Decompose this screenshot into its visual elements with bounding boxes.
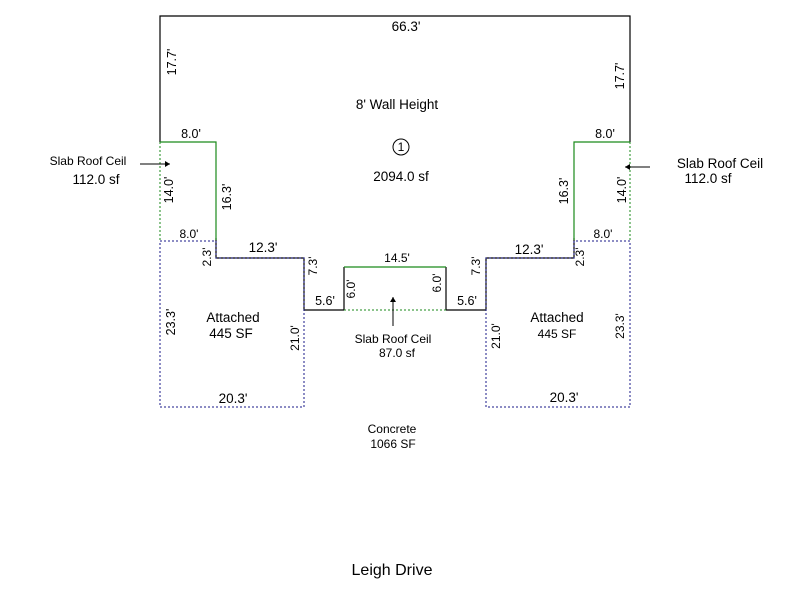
left-step-top-label: 8.0' bbox=[181, 127, 201, 141]
slab-left-bottom-label: 8.0' bbox=[180, 227, 199, 241]
center-right-label: 6.0' bbox=[430, 274, 444, 293]
room-number-circle bbox=[392, 138, 410, 156]
garage-right-label: Attached bbox=[530, 310, 583, 325]
slab-right-area: 112.0 sf bbox=[684, 171, 731, 186]
slab-left-outline bbox=[160, 141, 217, 240]
concrete-label: Concrete bbox=[368, 422, 417, 436]
room-number: 1 bbox=[398, 140, 405, 154]
garage-left-area: 445 SF bbox=[209, 326, 253, 341]
right-step-top-label: 8.0' bbox=[595, 127, 615, 141]
center-top-label: 14.5' bbox=[384, 251, 410, 265]
garage-right-outer-label: 23.3' bbox=[613, 313, 627, 339]
street-name: Leigh Drive bbox=[352, 562, 433, 579]
garage-left-outer-label: 23.3' bbox=[164, 309, 178, 336]
left-notch-label: 5.6' bbox=[315, 294, 335, 308]
slab-left-arrow bbox=[140, 161, 170, 167]
slab-right-outline bbox=[573, 141, 630, 240]
left-inner-vertical-label: 16.3' bbox=[220, 184, 234, 211]
garage-left-outline bbox=[159, 240, 305, 408]
slab-left-name: Slab Roof Ceil bbox=[50, 154, 127, 168]
right-drop-label: 7.3' bbox=[469, 257, 483, 276]
left-height-label: 17.7' bbox=[165, 49, 179, 76]
slab-right-arrow bbox=[625, 164, 650, 170]
slab-right-bottom-label: 8.0' bbox=[594, 227, 613, 241]
left-drop-label: 7.3' bbox=[306, 257, 320, 276]
garage-right-bottom-label: 20.3' bbox=[550, 390, 579, 405]
slab-right-side-label: 14.0' bbox=[615, 177, 629, 204]
left-mid-label: 12.3' bbox=[249, 240, 278, 255]
center-left-label: 6.0' bbox=[344, 280, 358, 299]
right-mid-label: 12.3' bbox=[515, 242, 544, 257]
slab-right-name: Slab Roof Ceil bbox=[677, 156, 763, 171]
slab-center-arrow bbox=[390, 297, 396, 326]
right-inner-vertical-label: 16.3' bbox=[557, 178, 571, 205]
right-notch-label: 5.6' bbox=[457, 294, 477, 308]
slab-left-area: 112.0 sf bbox=[72, 172, 119, 187]
right-height-label: 17.7' bbox=[613, 63, 627, 90]
garage-right-area: 445 SF bbox=[538, 327, 577, 341]
main-house-outline bbox=[159, 15, 631, 142]
garage-left-inner-label: 21.0' bbox=[288, 325, 302, 351]
slab-center-name: Slab Roof Ceil bbox=[355, 332, 432, 346]
garage-right-outline bbox=[485, 240, 631, 408]
top-width-label: 66.3' bbox=[392, 19, 421, 34]
wall-height-label: 8' Wall Height bbox=[356, 97, 439, 112]
main-area-label: 2094.0 sf bbox=[373, 169, 429, 184]
concrete-area: 1066 SF bbox=[370, 437, 415, 451]
slab-left-side-label: 14.0' bbox=[162, 177, 176, 204]
garage-right-inner-label: 21.0' bbox=[489, 323, 503, 349]
garage-left-bottom-label: 20.3' bbox=[219, 391, 248, 406]
left-short-label: 2.3' bbox=[200, 248, 214, 267]
right-short-label: 2.3' bbox=[573, 248, 587, 267]
slab-center-area: 87.0 sf bbox=[379, 346, 416, 360]
garage-left-label: Attached bbox=[206, 310, 259, 325]
